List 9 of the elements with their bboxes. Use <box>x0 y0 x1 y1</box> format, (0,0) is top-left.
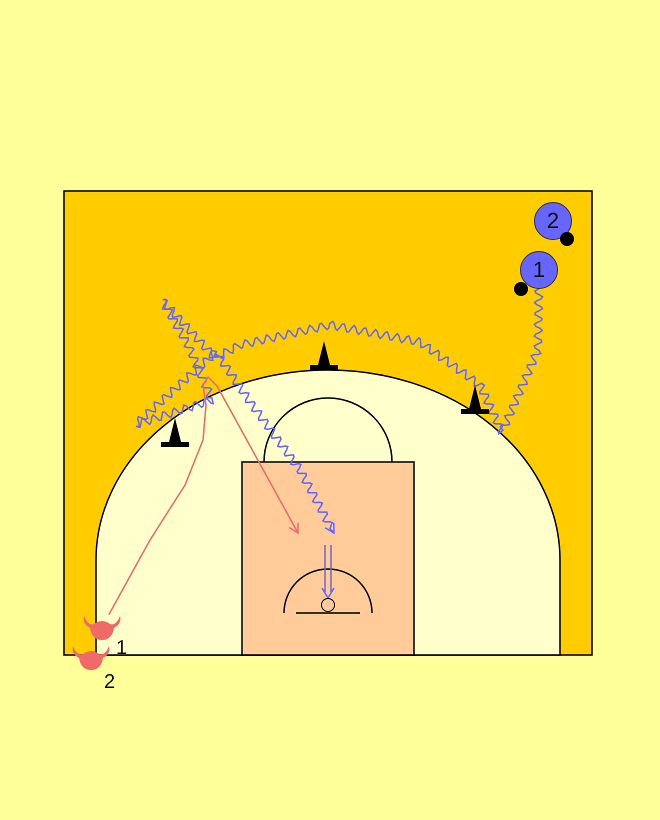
pass-arrow <box>108 376 299 616</box>
basket-ring <box>321 598 335 612</box>
cone-icon <box>461 385 489 415</box>
cone-icon <box>161 418 189 448</box>
player-number: 2 <box>104 672 116 692</box>
shot-arrow <box>321 545 335 600</box>
dribble-path <box>135 288 544 534</box>
player-number: 1 <box>116 638 128 658</box>
cone-icon <box>310 341 338 371</box>
